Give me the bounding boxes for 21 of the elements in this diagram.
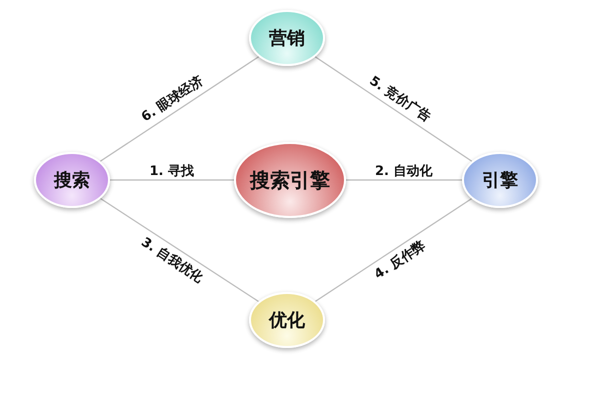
edge-label: 5. 竞价广告	[366, 72, 434, 126]
ellipse-node	[462, 152, 538, 208]
ellipse-node	[249, 292, 325, 348]
node-label: 引擎	[482, 169, 518, 192]
connector-line	[110, 179, 234, 181]
connector-line	[100, 198, 259, 302]
connector-line	[346, 179, 462, 181]
node-label: 搜索引擎	[250, 166, 330, 194]
connector-line	[100, 56, 260, 162]
connector-line	[314, 56, 472, 162]
edge-label: 1. 寻找	[150, 163, 194, 180]
node-label: 搜索	[54, 169, 90, 192]
ellipse-node	[249, 10, 325, 66]
node-label: 营销	[269, 27, 305, 50]
node-label: 优化	[269, 309, 305, 332]
ellipse-node	[34, 152, 110, 208]
edge-label: 6. 眼球经济	[138, 72, 208, 126]
edge-label: 3. 自我优化	[138, 234, 208, 287]
edge-label: 2. 自动化	[375, 163, 433, 180]
connector-line	[315, 198, 472, 302]
edge-label: 4. 反作弊	[370, 237, 429, 284]
